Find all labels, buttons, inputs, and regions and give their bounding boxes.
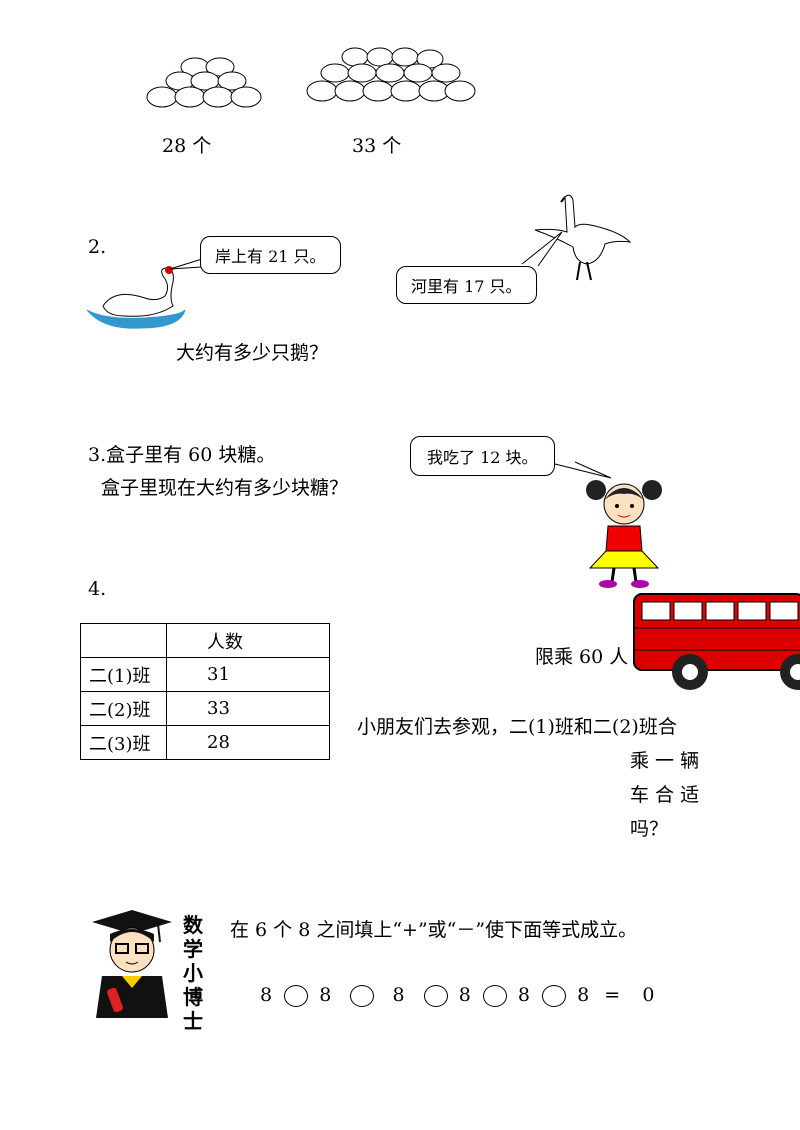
table-header-cell [80,623,167,658]
speech-bubble-river: 河里有 17 只。 [396,266,537,304]
table-row: 二(3)班 28 [80,725,330,760]
digit: 8 [577,984,591,1006]
question-3-line1: 3.盒子里有 60 块糖。 [88,444,276,466]
operator-blank[interactable] [482,985,507,1007]
dumplings-pile-large [306,47,476,102]
table-cell-count: 33 [166,691,330,726]
girl-image [586,480,662,588]
speech-bubble-shore: 岸上有 21 只。 [200,236,341,274]
bubble-tail-river [521,231,563,267]
digit: 8 [260,984,274,1006]
operator-blank[interactable] [423,985,448,1007]
table-row: 二(2)班 33 [80,691,330,726]
table-row: 二(1)班 31 [80,657,330,692]
doctor-boy-image [92,910,172,1018]
dumplings-pile-small [146,57,262,108]
table-header-cell: 人数 [166,623,330,658]
table-cell-count: 31 [166,657,330,692]
bus-limit-label: 限乘 60 人 [535,646,629,668]
bubble-tail-girl [546,461,612,479]
digit: 8 [517,984,531,1006]
equals-sign: = [604,984,622,1006]
question-4-line4: 吗？ [630,818,669,840]
question-4-line1: 小朋友们去参观，二(1)班和二(2)班合 [357,716,677,738]
math-doctor-badge: 数学小博士 [183,913,203,1033]
left-pile-count: 28 个 [162,135,212,157]
bus-image [633,593,800,690]
digit: 8 [392,984,406,1006]
question-2-number: 2. [88,236,107,258]
question-2-text: 大约有多少只鹅？ [176,342,329,364]
goose-image [534,194,632,281]
swan-image [86,266,186,329]
equation-result: 0 [642,984,656,1006]
question-4-line2: 乘 一 辆 [630,750,700,772]
question-4-line3: 车 合 适 [630,784,700,806]
operator-blank[interactable] [284,985,309,1007]
operator-blank[interactable] [542,985,567,1007]
class-count-table: 人数 二(1)班 31 二(2)班 33 二(3)班 28 [80,623,330,760]
speech-bubble-girl: 我吃了 12 块。 [410,436,555,476]
table-cell-class: 二(3)班 [80,725,167,760]
table-cell-count: 28 [166,725,330,760]
digit: 8 [319,984,333,1006]
table-header-row: 人数 [80,623,330,658]
question-3-line2: 盒子里现在大约有多少块糖？ [101,477,349,499]
bubble-tail-shore [169,258,203,270]
equation: 8 8 8 8 8 8 = 0 [260,984,655,1007]
right-pile-count: 33 个 [352,135,402,157]
digit: 8 [458,984,472,1006]
question-4-number: 4. [88,578,107,600]
table-cell-class: 二(2)班 [80,691,167,726]
operator-blank[interactable] [350,985,375,1007]
bonus-instruction: 在 6 个 8 之间填上“+”或“－”使下面等式成立。 [230,919,638,941]
table-cell-class: 二(1)班 [80,657,167,692]
